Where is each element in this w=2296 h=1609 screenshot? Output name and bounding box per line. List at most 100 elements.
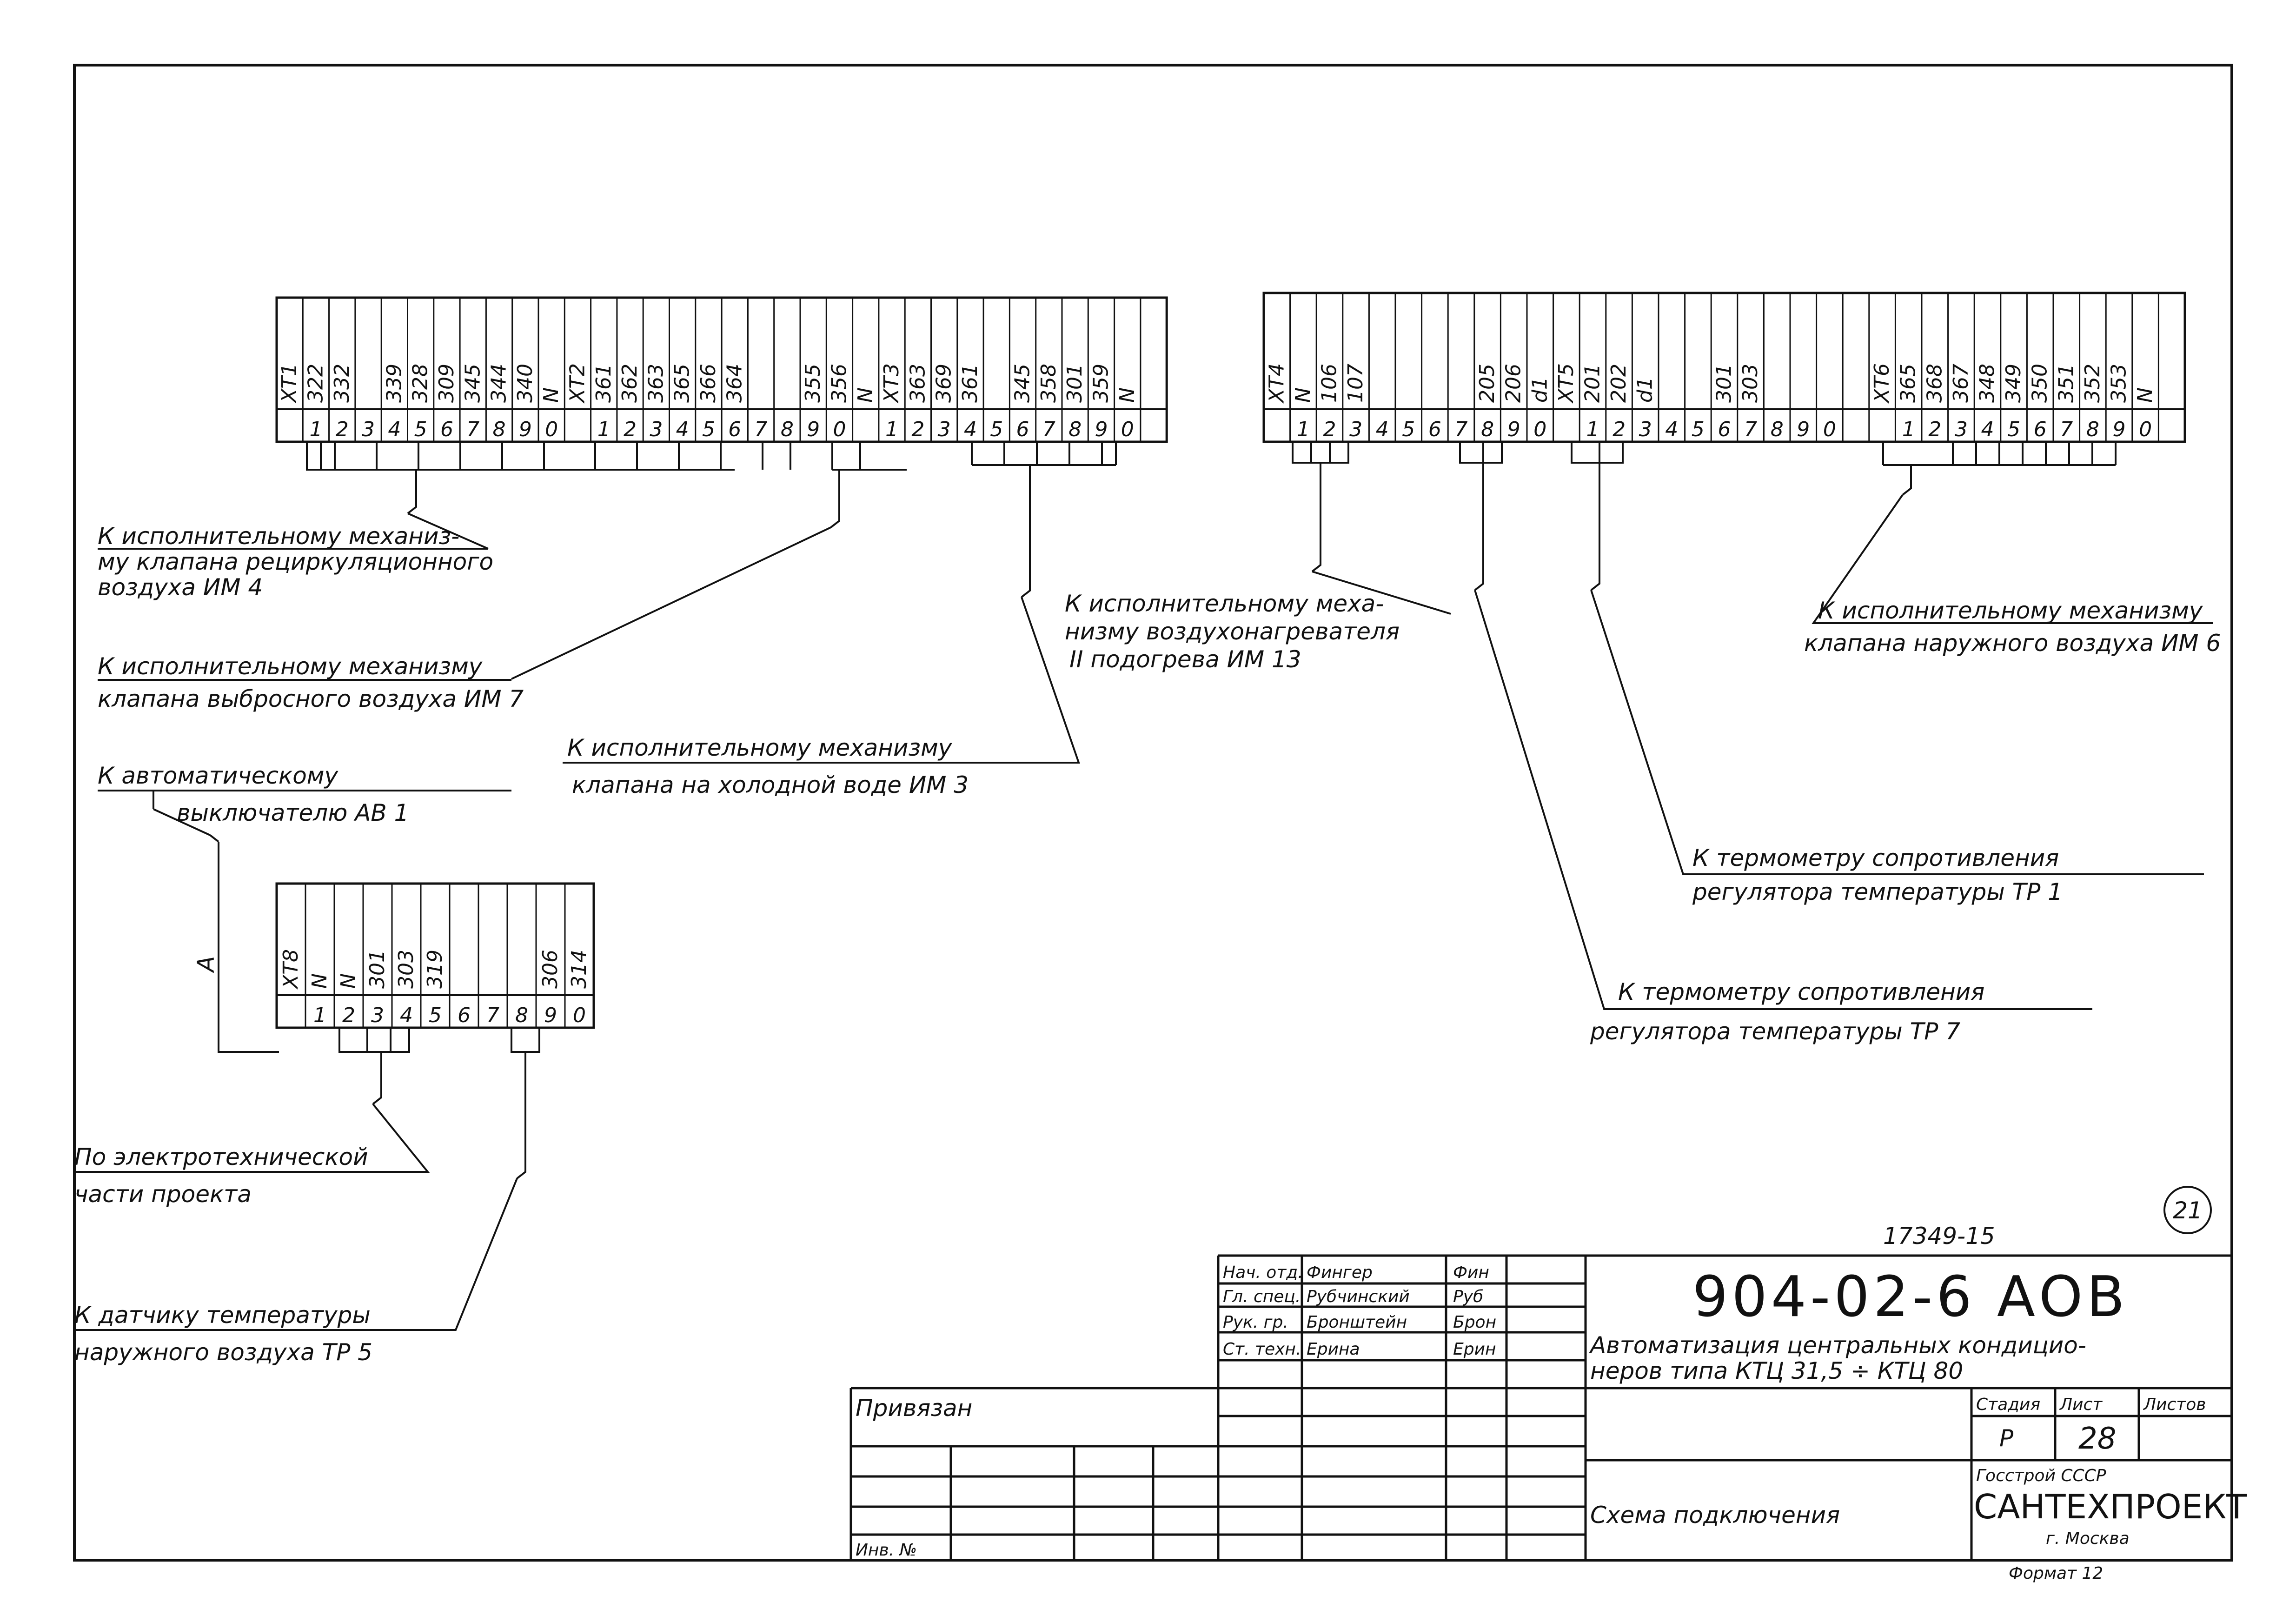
terminal-number: 3	[1349, 418, 1362, 441]
terminal-number: 0	[833, 418, 846, 441]
terminal-wire-label: 314	[567, 950, 591, 989]
role-4: Ст. техн.	[1223, 1340, 1301, 1359]
organization-line1: Госстрой СССР	[1976, 1466, 2106, 1485]
terminal-number: 1	[1586, 418, 1599, 441]
archive-number: 17349-15	[1883, 1223, 1995, 1250]
terminal-number: 7	[466, 418, 479, 441]
label-tp1-line2: регулятора температуры ТР 1	[1692, 878, 2063, 905]
terminal-number: 3	[1955, 418, 1968, 441]
name-1: Фингер	[1307, 1263, 1373, 1282]
organization-name: САНТЕХПРОЕКТ	[1974, 1487, 2247, 1526]
terminal-number: 0	[2139, 418, 2152, 441]
terminal-wire-label: XT3	[880, 363, 903, 404]
terminal-number: 0	[573, 1004, 586, 1027]
terminal-number: 0	[1121, 418, 1134, 441]
name-4: Ерина	[1307, 1340, 1360, 1359]
terminal-number: 4	[388, 418, 401, 441]
terminal-wire-label: 368	[1923, 364, 1946, 403]
terminal-wire-label: 348	[1976, 364, 1999, 403]
terminal-wire-label: N	[1115, 387, 1139, 403]
terminal-wire-label: 365	[1897, 364, 1920, 403]
terminal-wire-label: 339	[382, 364, 406, 403]
terminal-wire-label: N	[539, 387, 563, 403]
terminal-wire-label: 303	[1739, 364, 1762, 403]
name-3: Бронштейн	[1307, 1313, 1407, 1332]
terminal-wire-label: 369	[932, 364, 956, 403]
sheet-value: 28	[2078, 1422, 2116, 1456]
terminal-number: 0	[545, 418, 558, 441]
terminal-number: 7	[755, 418, 768, 441]
terminal-block-outline	[1262, 292, 2186, 443]
label-tp7-line1: К термометру сопротивления	[1618, 978, 1984, 1005]
sheet-number: 21	[2173, 1197, 2203, 1224]
terminal-wire-label: 309	[435, 364, 458, 403]
terminal-number: 6	[440, 418, 453, 441]
terminal-wire-label: 328	[409, 364, 432, 403]
terminal-number: 7	[1744, 418, 1757, 441]
terminal-number: 3	[371, 1004, 384, 1027]
wiring	[74, 442, 2213, 1331]
document-code: 904-02-6 АОВ	[1692, 1265, 2129, 1330]
terminal-wire-label: N	[308, 973, 332, 989]
terminal-wire-label: 201	[1581, 364, 1605, 403]
terminal-number: 5	[2007, 418, 2020, 441]
terminal-wire-label: 358	[1037, 364, 1061, 403]
terminal-number: 8	[515, 1004, 528, 1027]
label-im3-line2: клапана на холодной воде ИМ 3	[572, 771, 969, 798]
terminal-wire-label: 106	[1318, 364, 1341, 403]
sheets-header: Листов	[2143, 1395, 2206, 1414]
sheet-header: Лист	[2059, 1395, 2103, 1414]
terminal-wire-label: 205	[1475, 364, 1499, 403]
terminal-number: 4	[1981, 418, 1994, 441]
terminal-number: 9	[1797, 418, 1810, 441]
terminal-number: 9	[2113, 418, 2126, 441]
terminal-wire-label: N	[854, 387, 877, 403]
terminal-wire-label: 356	[827, 364, 851, 403]
terminal-number: 8	[1771, 418, 1784, 441]
terminal-number: 0	[1533, 418, 1546, 441]
sheet-number-circle	[2163, 1186, 2212, 1234]
terminal-number: 8	[2086, 418, 2099, 441]
terminal-wire-label: 301	[365, 950, 389, 989]
label-av1-line1: К автоматическому	[98, 762, 339, 789]
terminal-number: 6	[1718, 418, 1731, 441]
terminal-number: 9	[1095, 418, 1108, 441]
terminal-wire-label: 345	[461, 364, 484, 403]
terminal-wire-label: 340	[513, 364, 537, 403]
terminal-wire-label: 352	[2081, 364, 2104, 403]
terminal-number: 9	[807, 418, 820, 441]
terminal-number: 4	[400, 1004, 413, 1027]
terminal-number: 5	[414, 418, 427, 441]
terminal-wire-label: XT1	[278, 363, 301, 404]
terminal-wire-label: 351	[2054, 364, 2078, 403]
label-tp1-line1: К термометру сопротивления	[1692, 844, 2059, 871]
terminal-number: 1	[885, 418, 898, 441]
name-2: Рубчинский	[1307, 1287, 1410, 1306]
sheet-name: Схема подключения	[1590, 1502, 1840, 1529]
terminal-number: 3	[362, 418, 375, 441]
terminal-number: 1	[309, 418, 322, 441]
terminal-wire-label: 107	[1344, 364, 1367, 403]
terminal-number: 2	[1323, 418, 1336, 441]
signature-4: Ерин	[1453, 1340, 1496, 1359]
terminal-number: 8	[781, 418, 794, 441]
terminal-wire-label: 332	[330, 364, 354, 403]
terminal-number: 1	[597, 418, 610, 441]
stage-header: Стадия	[1976, 1395, 2040, 1414]
terminal-wire-label: 361	[958, 364, 982, 403]
terminal-wire-label: 319	[423, 950, 447, 989]
terminal-wire-label: 363	[644, 364, 668, 403]
terminal-number: 3	[938, 418, 951, 441]
role-2: Гл. спец.	[1223, 1287, 1301, 1306]
terminal-number: 1	[313, 1004, 326, 1027]
terminal-number: 4	[1376, 418, 1389, 441]
organization-city: г. Москва	[2046, 1529, 2130, 1548]
signature-2: Руб	[1453, 1287, 1483, 1306]
terminal-wire-label: 353	[2107, 364, 2131, 403]
terminal-number: 7	[486, 1004, 499, 1027]
signature-1: Фин	[1453, 1263, 1489, 1282]
terminal-number: 4	[676, 418, 689, 441]
document-title-line1: Автоматизация центральных кондицио-	[1589, 1332, 2086, 1359]
